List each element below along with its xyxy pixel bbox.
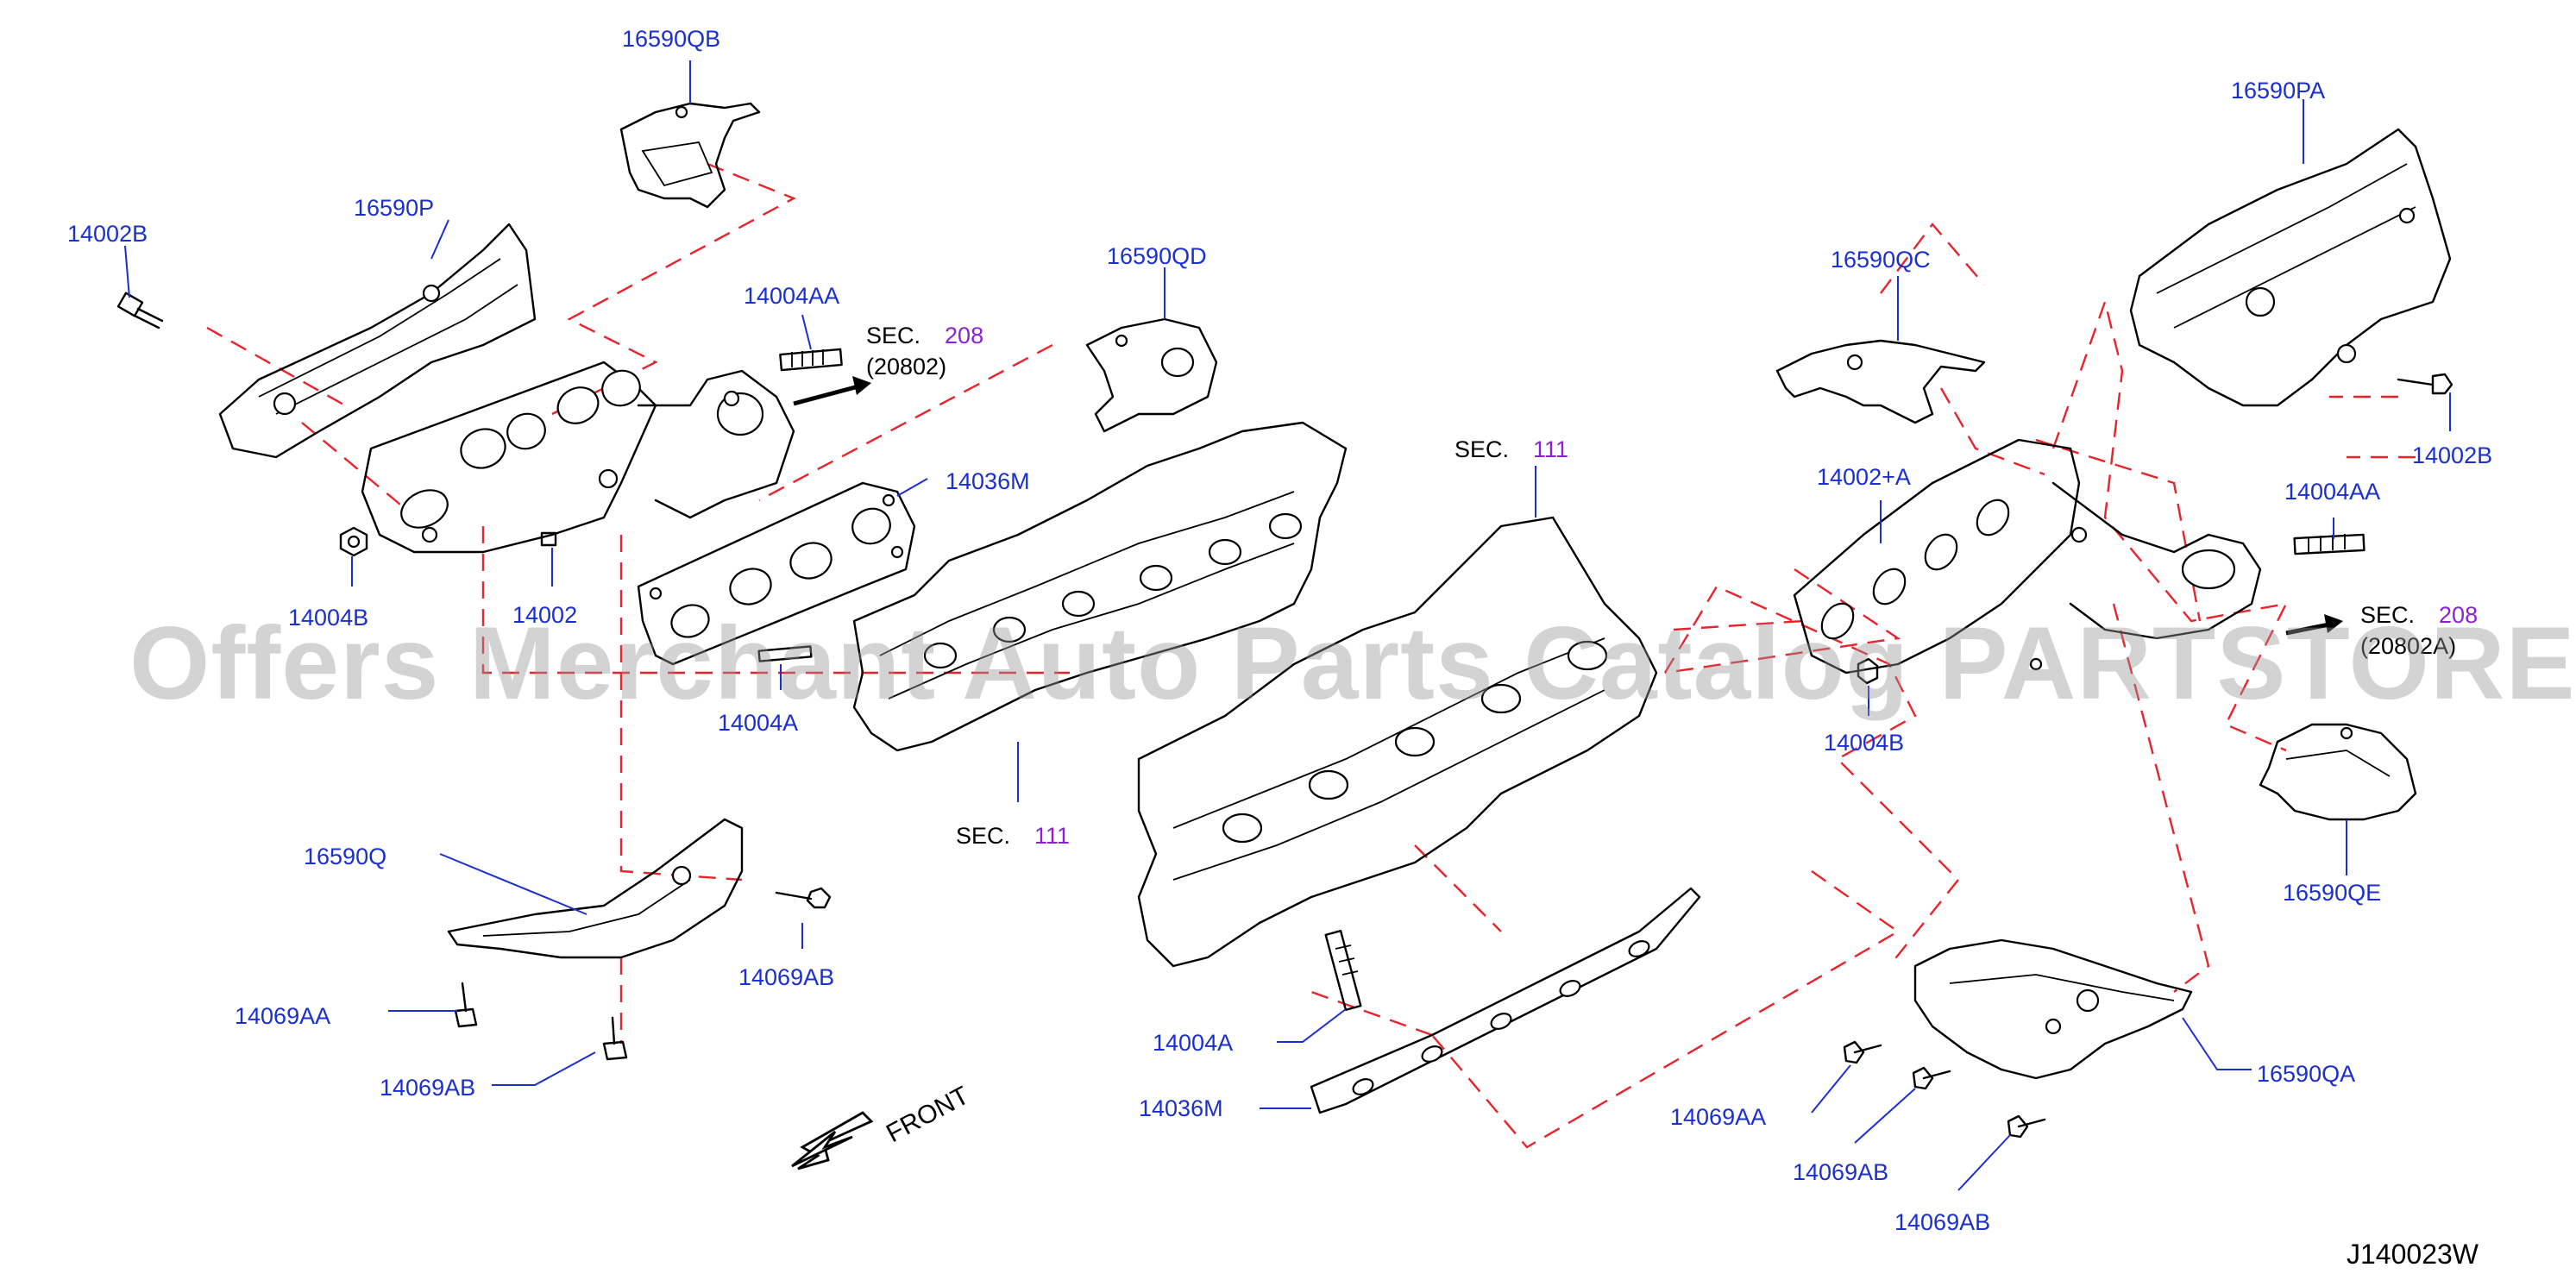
sec208-arrow-right <box>2285 614 2343 636</box>
label-14004AA-right[interactable]: 14004AA <box>2284 479 2381 505</box>
label-14002B-left[interactable]: 14002B <box>67 221 148 247</box>
stud-14004AA-right <box>2293 533 2366 555</box>
assembly-dash-lines <box>206 162 2416 1149</box>
label-16590QE[interactable]: 16590QE <box>2283 880 2382 906</box>
front-arrow-icon <box>791 1111 874 1170</box>
bolt-14069AB-left-side <box>775 887 832 909</box>
heat-insulator-16590PA <box>2129 128 2452 407</box>
diagram-id: J140023W <box>2347 1239 2479 1270</box>
label-16590PA[interactable]: 16590PA <box>2231 78 2326 104</box>
cylinder-head-upper <box>852 421 1348 752</box>
label-14069AA-left[interactable]: 14069AA <box>235 1003 331 1029</box>
label-14069AA-right[interactable]: 14069AA <box>1670 1104 1767 1130</box>
label-16590QD[interactable]: 16590QD <box>1107 243 1207 269</box>
label-14036M-top[interactable]: 14036M <box>946 468 1030 494</box>
label-14069AB-left-1[interactable]: 14069AB <box>738 964 835 990</box>
label-16590QC[interactable]: 16590QC <box>1831 247 1931 273</box>
bolt-14069AA-left <box>454 982 478 1028</box>
label-14002B-right[interactable]: 14002B <box>2412 442 2493 468</box>
sec-111-lower-prefix: SEC. <box>956 823 1011 849</box>
bolt-14002B-left <box>116 292 164 329</box>
gasket-14036M-bottom <box>1310 887 1701 1114</box>
label-14004A-top[interactable]: 14004A <box>718 710 799 736</box>
exhaust-manifold-14002A <box>1793 438 2262 675</box>
heat-insulator-16590QD <box>1085 317 1218 433</box>
bolt-14069AB-right-2 <box>2007 1114 2046 1139</box>
stud-14004A-bottom <box>1324 930 1362 1011</box>
sec-111-lower[interactable]: SEC. 111 <box>956 825 1070 848</box>
sec-208-right-prefix: SEC. <box>2360 602 2416 628</box>
nut-14004B-right <box>1857 657 1879 685</box>
label-14036M-bottom[interactable]: 14036M <box>1139 1095 1223 1121</box>
sec-208-right[interactable]: SEC. 208 <box>2360 604 2478 627</box>
label-16590Q[interactable]: 16590Q <box>304 844 387 869</box>
label-14069AB-right-2[interactable]: 14069AB <box>1894 1209 1991 1235</box>
label-16590QA[interactable]: 16590QA <box>2257 1061 2356 1087</box>
bolt-14069AB-left-bottom <box>602 1016 628 1061</box>
label-14004A-bottom[interactable]: 14004A <box>1153 1030 1234 1056</box>
label-14002A[interactable]: 14002+A <box>1817 464 1911 490</box>
label-14004B-left[interactable]: 14004B <box>288 605 369 631</box>
bolt-14002B-right <box>2397 373 2453 395</box>
sec-208-right-ref: (20802A) <box>2360 633 2457 659</box>
stud-14004A-top <box>757 645 813 662</box>
label-14002[interactable]: 14002 <box>512 602 578 628</box>
heat-insulator-16590QC <box>1775 339 1986 424</box>
leader-lines <box>124 60 2451 1191</box>
label-14004B-right[interactable]: 14004B <box>1824 730 1905 756</box>
sec-208-left-ref: (20802) <box>866 354 947 380</box>
sec-208-left[interactable]: SEC. 208 <box>866 324 983 348</box>
stud-14004AA-left <box>779 348 843 372</box>
heat-insulator-16590Q <box>447 818 744 959</box>
bolt-14069AB-right-1 <box>1912 1066 1951 1090</box>
sec-208-right-number: 208 <box>2439 602 2479 628</box>
heat-insulator-16590QA <box>1913 938 2193 1080</box>
heat-insulator-16590QB <box>619 102 761 209</box>
sec-208-left-number: 208 <box>945 323 984 348</box>
sec-111-upper-prefix: SEC. <box>1454 436 1510 462</box>
watermark: Offers Merchant Auto Parts Catalog PARTS… <box>129 605 2576 721</box>
sec-111-upper-number: 111 <box>1533 436 1569 462</box>
exhaust-manifold-14002 <box>361 361 795 554</box>
gasket-14036M-top <box>637 481 916 666</box>
sec-111-lower-number: 111 <box>1034 823 1071 849</box>
cylinder-head-lower <box>1137 516 1658 968</box>
heat-insulator-16590QE <box>2259 723 2417 821</box>
label-14069AB-left-2[interactable]: 14069AB <box>380 1075 476 1101</box>
label-16590P[interactable]: 16590P <box>354 195 435 221</box>
sec-111-upper[interactable]: SEC. 111 <box>1454 438 1568 461</box>
bolt-14069AA-right <box>1843 1040 1882 1064</box>
heat-insulator-16590P <box>218 223 537 459</box>
label-14069AB-right-1[interactable]: 14069AB <box>1793 1159 1889 1185</box>
label-16590QB[interactable]: 16590QB <box>622 26 721 52</box>
sec-208-left-prefix: SEC. <box>866 323 921 348</box>
sec208-arrow-left <box>793 376 871 406</box>
label-14004AA-left[interactable]: 14004AA <box>744 283 840 309</box>
nut-14004B-left <box>339 526 368 557</box>
